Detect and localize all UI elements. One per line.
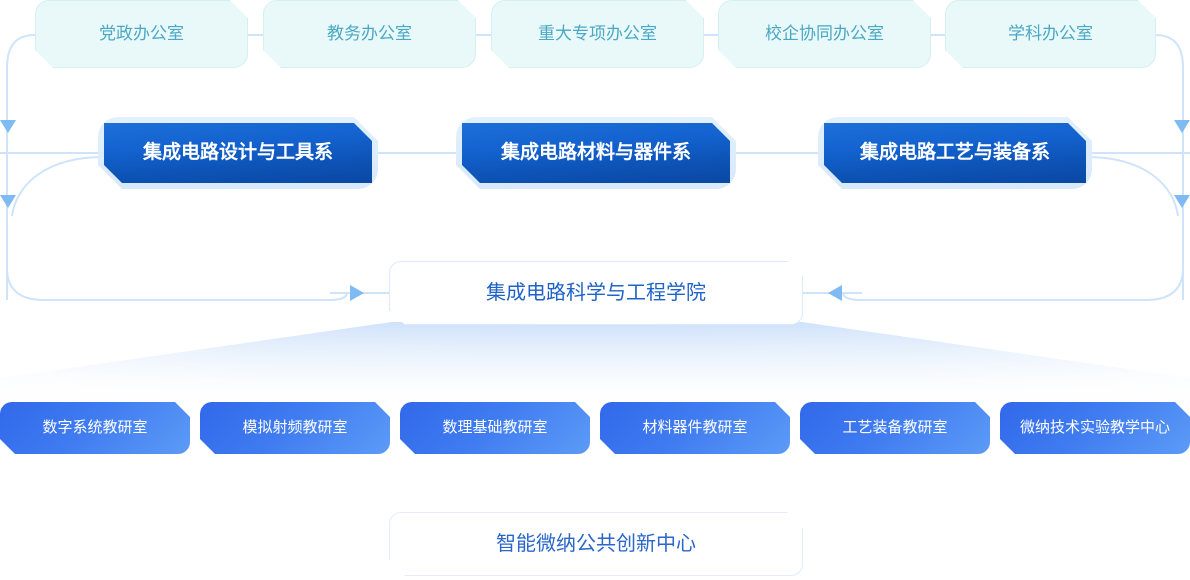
college-spread-glow xyxy=(0,322,1190,408)
office-label-1: 党政办公室 xyxy=(35,0,248,68)
department-box-2[interactable]: 集成电路材料与器件系 xyxy=(456,117,736,189)
lab-label-6: 微纳技术实验教学中心 xyxy=(1019,418,1170,436)
college-label: 集成电路科学与工程学院 xyxy=(486,281,706,304)
lab-label-1: 数字系统教研室 xyxy=(42,418,148,436)
office-label-5: 学科办公室 xyxy=(945,0,1156,68)
lab-box-6[interactable]: 微纳技术实验教学中心 xyxy=(1000,402,1190,454)
left-trunk-to-college xyxy=(6,206,348,301)
right-office-bus xyxy=(1154,34,1184,300)
arrow-left-into-college xyxy=(828,285,842,301)
department-label-2: 集成电路材料与器件系 xyxy=(462,123,730,183)
innovation-center-box[interactable]: 智能微纳公共创新中心 xyxy=(389,512,803,576)
lab-box-1[interactable]: 数字系统教研室 xyxy=(0,402,190,454)
department-box-3[interactable]: 集成电路工艺与装备系 xyxy=(818,117,1092,189)
college-box[interactable]: 集成电路科学与工程学院 xyxy=(389,261,803,325)
department-label-3: 集成电路工艺与装备系 xyxy=(824,123,1086,183)
right-dept-bus xyxy=(1085,156,1179,217)
lab-box-2[interactable]: 模拟射频教研室 xyxy=(200,402,390,454)
innovation-center-label: 智能微纳公共创新中心 xyxy=(496,532,696,555)
right-trunk-to-college xyxy=(842,206,1184,301)
lab-box-4[interactable]: 材料器件教研室 xyxy=(600,402,790,454)
department-label-1: 集成电路设计与工具系 xyxy=(104,123,372,183)
arrow-down-right-upper xyxy=(1174,120,1190,133)
arrow-down-left-upper xyxy=(0,120,16,133)
office-box-2[interactable]: 教务办公室 xyxy=(263,0,476,68)
lab-label-3: 数理基础教研室 xyxy=(442,418,548,436)
office-box-3[interactable]: 重大专项办公室 xyxy=(491,0,704,68)
office-label-4: 校企协同办公室 xyxy=(718,0,931,68)
arrow-right-into-college xyxy=(350,285,364,301)
arrow-down-right-lower xyxy=(1174,195,1190,208)
left-dept-bus xyxy=(11,156,105,217)
department-box-1[interactable]: 集成电路设计与工具系 xyxy=(98,117,378,189)
office-box-1[interactable]: 党政办公室 xyxy=(35,0,248,68)
office-box-5[interactable]: 学科办公室 xyxy=(945,0,1156,68)
office-label-2: 教务办公室 xyxy=(263,0,476,68)
lab-box-5[interactable]: 工艺装备教研室 xyxy=(800,402,990,454)
lab-label-5: 工艺装备教研室 xyxy=(842,418,948,436)
office-box-4[interactable]: 校企协同办公室 xyxy=(718,0,931,68)
left-office-bus xyxy=(6,34,36,300)
arrow-down-left-lower xyxy=(0,195,16,208)
lab-label-4: 材料器件教研室 xyxy=(642,418,748,436)
lab-label-2: 模拟射频教研室 xyxy=(242,418,348,436)
lab-box-3[interactable]: 数理基础教研室 xyxy=(400,402,590,454)
office-label-3: 重大专项办公室 xyxy=(491,0,704,68)
